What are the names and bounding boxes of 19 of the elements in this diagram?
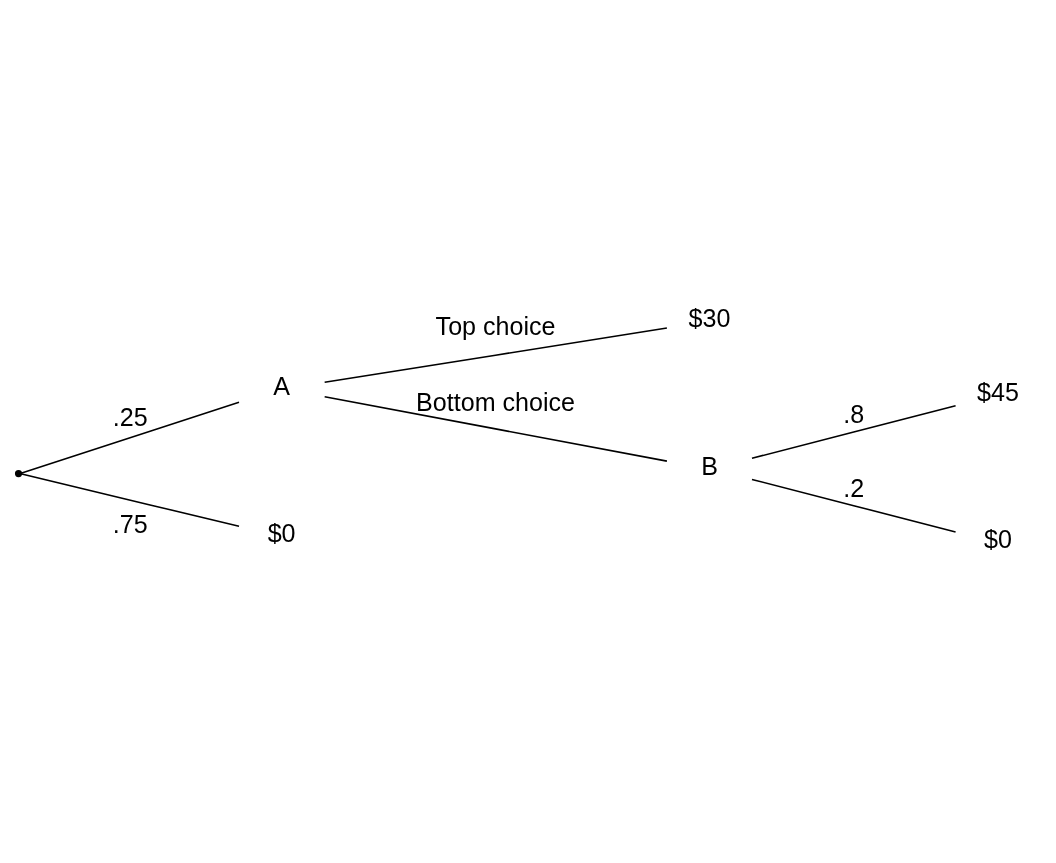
connector <box>323 395 668 462</box>
connector <box>21 400 240 474</box>
connector <box>21 472 240 527</box>
node-text: A <box>273 371 290 400</box>
node-text: $0 <box>267 518 296 547</box>
node-text: B <box>701 451 718 480</box>
connector <box>751 478 957 533</box>
edge-label: .75 <box>112 509 148 538</box>
edge-label: Bottom choice <box>416 387 575 416</box>
node-point <box>14 469 23 477</box>
connector <box>751 404 957 459</box>
edge-label: .8 <box>843 399 865 428</box>
edge-label: .25 <box>112 402 148 431</box>
connector <box>323 326 668 383</box>
node-text: $45 <box>977 377 1019 406</box>
node-text: $30 <box>688 303 731 332</box>
node-text: $0 <box>984 524 1012 553</box>
edge-label: Top choice <box>435 311 556 340</box>
edge-label: .2 <box>843 473 865 502</box>
